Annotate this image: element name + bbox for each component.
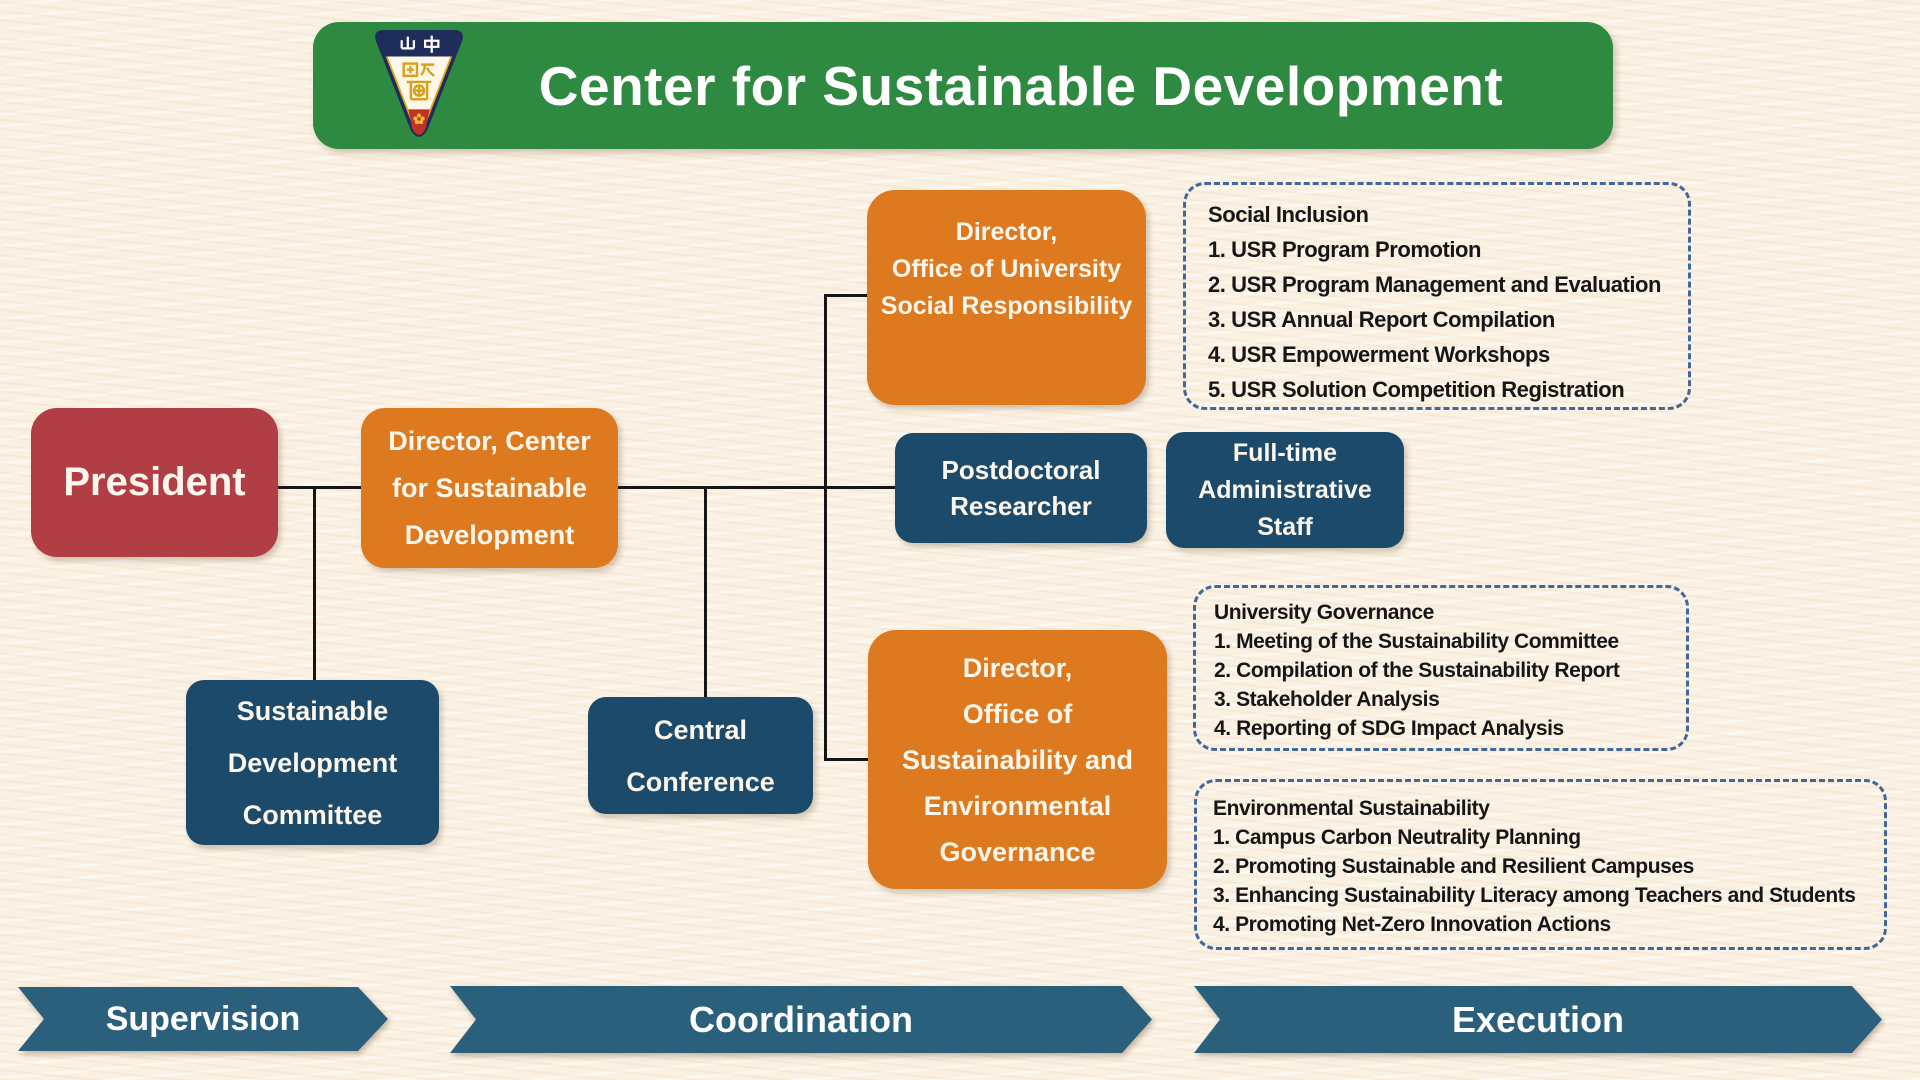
node-fulltime-admin-staff: Full-time Administrative Staff <box>1166 432 1404 548</box>
panel-item-list: 1. USR Program Promotion 2. USR Program M… <box>1208 232 1688 407</box>
panel-list-item: 4. Reporting of SDG Impact Analysis <box>1214 717 1564 740</box>
panel-list-item: 2. USR Program Management and Evaluation <box>1208 272 1662 297</box>
process-banner-execution-wrap: Execution <box>1194 986 1882 1053</box>
panel-environmental-sustainability: Environmental Sustainability 1. Campus C… <box>1194 779 1887 950</box>
panel-list-item: 2. Promoting Sustainable and Resilient C… <box>1213 855 1694 878</box>
process-banner-supervision: Supervision <box>18 987 388 1051</box>
panel-university-governance: University Governance 1. Meeting of the … <box>1193 585 1689 751</box>
panel-list-item: 4. USR Empowerment Workshops <box>1208 342 1550 367</box>
page-title: Center for Sustainable Development <box>538 54 1504 117</box>
node-sustainable-development-committee: Sustainable Development Committee <box>186 680 439 845</box>
node-postdoctoral-researcher: Postdoctoral Researcher <box>895 433 1147 543</box>
panel-title: Social Inclusion <box>1208 202 1369 227</box>
panel-social-inclusion: Social Inclusion 1. USR Program Promotio… <box>1183 182 1691 410</box>
connector-drop-committee <box>313 486 316 682</box>
node-director-usr-office: Director, Office of University Social Re… <box>867 190 1146 405</box>
panel-item-list: 1. Campus Carbon Neutrality Planning 2. P… <box>1213 823 1884 939</box>
logo-band-characters <box>400 35 440 53</box>
panel-list-item: 3. Enhancing Sustainability Literacy amo… <box>1213 884 1856 907</box>
panel-list-item: 3. USR Annual Report Compilation <box>1208 307 1555 332</box>
panel-list-item: 1. Campus Carbon Neutrality Planning <box>1213 826 1581 849</box>
logo-flower-emblem <box>413 112 425 124</box>
process-banner-execution: Execution <box>1194 986 1882 1053</box>
panel-item-list: 1. Meeting of the Sustainability Committ… <box>1214 627 1686 743</box>
connector-stub-esg <box>824 758 869 761</box>
panel-list-item: 1. Meeting of the Sustainability Committ… <box>1214 630 1619 653</box>
node-director-center: Director, Center for Sustainable Develop… <box>361 408 618 568</box>
connector-drop-conference <box>704 486 707 699</box>
logo-center-character <box>402 61 435 100</box>
panel-list-item: 4. Promoting Net-Zero Innovation Actions <box>1213 913 1611 936</box>
node-central-conference: Central Conference <box>588 697 813 814</box>
panel-title: University Governance <box>1214 601 1434 624</box>
panel-list-item: 1. USR Program Promotion <box>1208 237 1482 262</box>
panel-title: Environmental Sustainability <box>1213 797 1490 820</box>
node-director-esg-office: Director, Office of Sustainability and E… <box>868 630 1167 889</box>
panel-list-item: 2. Compilation of the Sustainability Rep… <box>1214 659 1620 682</box>
connector-branch-vertical <box>824 294 827 761</box>
process-banner-supervision-wrap: Supervision <box>18 987 388 1051</box>
panel-list-item: 3. Stakeholder Analysis <box>1214 688 1440 711</box>
process-banner-coordination: Coordination <box>450 986 1152 1053</box>
connector-stub-usr <box>824 294 869 297</box>
header-banner: Center for Sustainable Development <box>313 22 1613 149</box>
node-president: President <box>31 408 278 557</box>
panel-list-item: 5. USR Solution Competition Registration <box>1208 377 1625 402</box>
university-logo-icon <box>375 29 463 137</box>
process-banner-coordination-wrap: Coordination <box>450 986 1152 1053</box>
